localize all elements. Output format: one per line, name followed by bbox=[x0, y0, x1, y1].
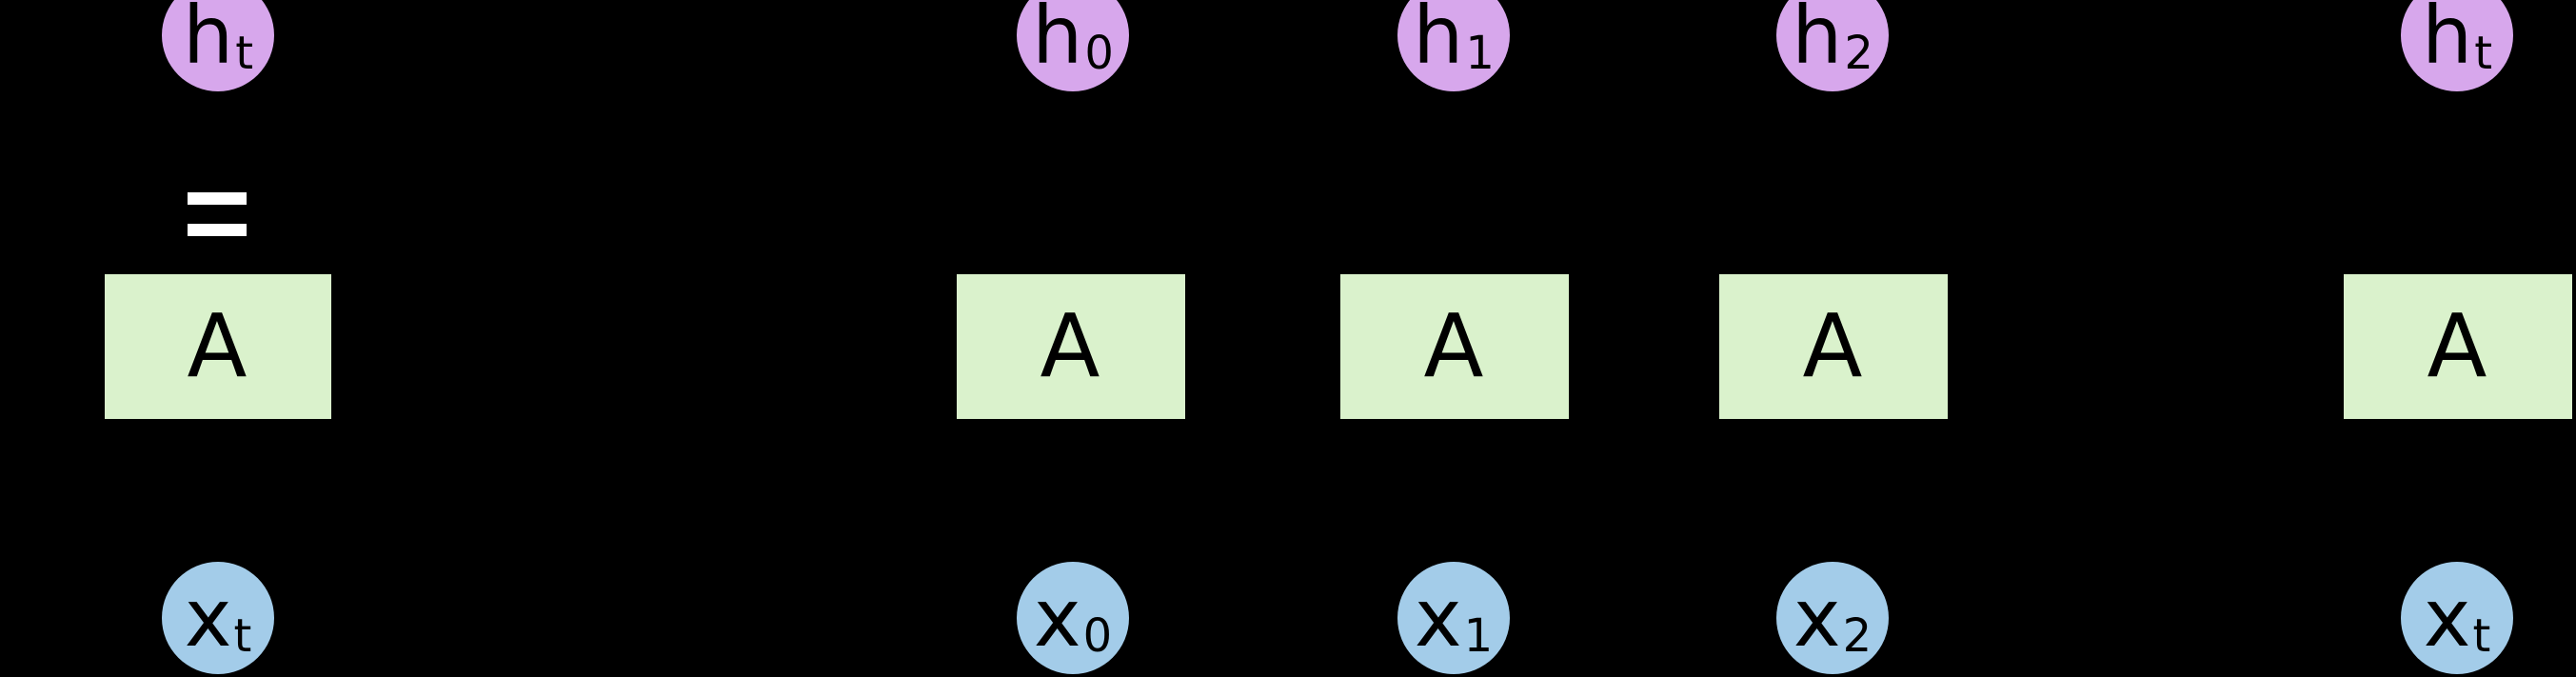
unrolled-cell-label-0: A bbox=[1040, 295, 1100, 397]
equals-bar-bottom bbox=[188, 224, 247, 236]
folded-cell-label: A bbox=[187, 295, 248, 397]
unrolled-cell-label-2: A bbox=[1802, 295, 1863, 397]
folded-cell-box-a: A bbox=[105, 274, 331, 419]
equals-icon bbox=[188, 192, 247, 236]
unrolled-cell-box-a-t: A bbox=[2344, 274, 2572, 419]
unrolled-cell-box-a-0: A bbox=[957, 274, 1185, 419]
unrolled-cell-box-a-1: A bbox=[1340, 274, 1569, 419]
unrolled-cell-label-t: A bbox=[2427, 295, 2487, 397]
unrolled-cell-label-1: A bbox=[1423, 295, 1484, 397]
unrolled-cell-box-a-2: A bbox=[1719, 274, 1948, 419]
equals-bar-top bbox=[188, 192, 247, 205]
